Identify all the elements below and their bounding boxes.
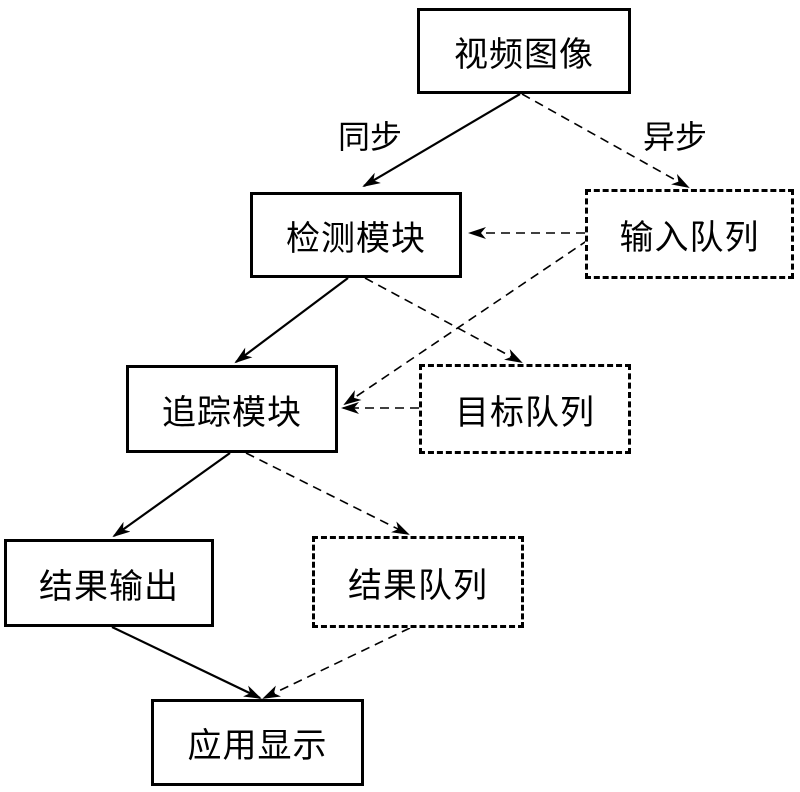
detection-module-node: 检测模块 bbox=[250, 192, 462, 278]
edge-output-to-display bbox=[111, 626, 262, 699]
input-queue-label: 输入队列 bbox=[619, 217, 760, 258]
edge-video-to-input_queue bbox=[521, 93, 690, 188]
target-queue-node: 目标队列 bbox=[419, 364, 631, 454]
result-output-label: 结果输出 bbox=[39, 566, 179, 607]
edge-result_queue-to-display bbox=[262, 627, 411, 699]
result-queue-label: 结果队列 bbox=[348, 565, 488, 606]
edge-detect-to-target_queue bbox=[364, 277, 523, 363]
input-queue-node: 输入队列 bbox=[585, 189, 794, 279]
edge-video-to-detect bbox=[362, 93, 521, 188]
edge-track-to-result_queue bbox=[245, 452, 410, 535]
sync-edge-label: 同步 bbox=[338, 118, 403, 156]
result-output-node: 结果输出 bbox=[4, 539, 214, 627]
target-queue-label: 目标队列 bbox=[455, 392, 595, 433]
video-image-label: 视频图像 bbox=[454, 34, 594, 75]
tracking-module-node: 追踪模块 bbox=[126, 365, 338, 453]
video-image-node: 视频图像 bbox=[417, 8, 631, 94]
result-queue-node: 结果队列 bbox=[312, 536, 524, 628]
edge-track-to-output bbox=[112, 452, 231, 538]
edge-input_queue-to-track bbox=[343, 239, 589, 406]
detection-module-label: 检测模块 bbox=[286, 218, 426, 259]
application-display-node: 应用显示 bbox=[151, 699, 364, 786]
async-edge-label: 异步 bbox=[643, 118, 708, 156]
edge-detect-to-track bbox=[234, 277, 349, 364]
tracking-module-label: 追踪模块 bbox=[162, 392, 302, 433]
application-display-label: 应用显示 bbox=[187, 726, 328, 766]
